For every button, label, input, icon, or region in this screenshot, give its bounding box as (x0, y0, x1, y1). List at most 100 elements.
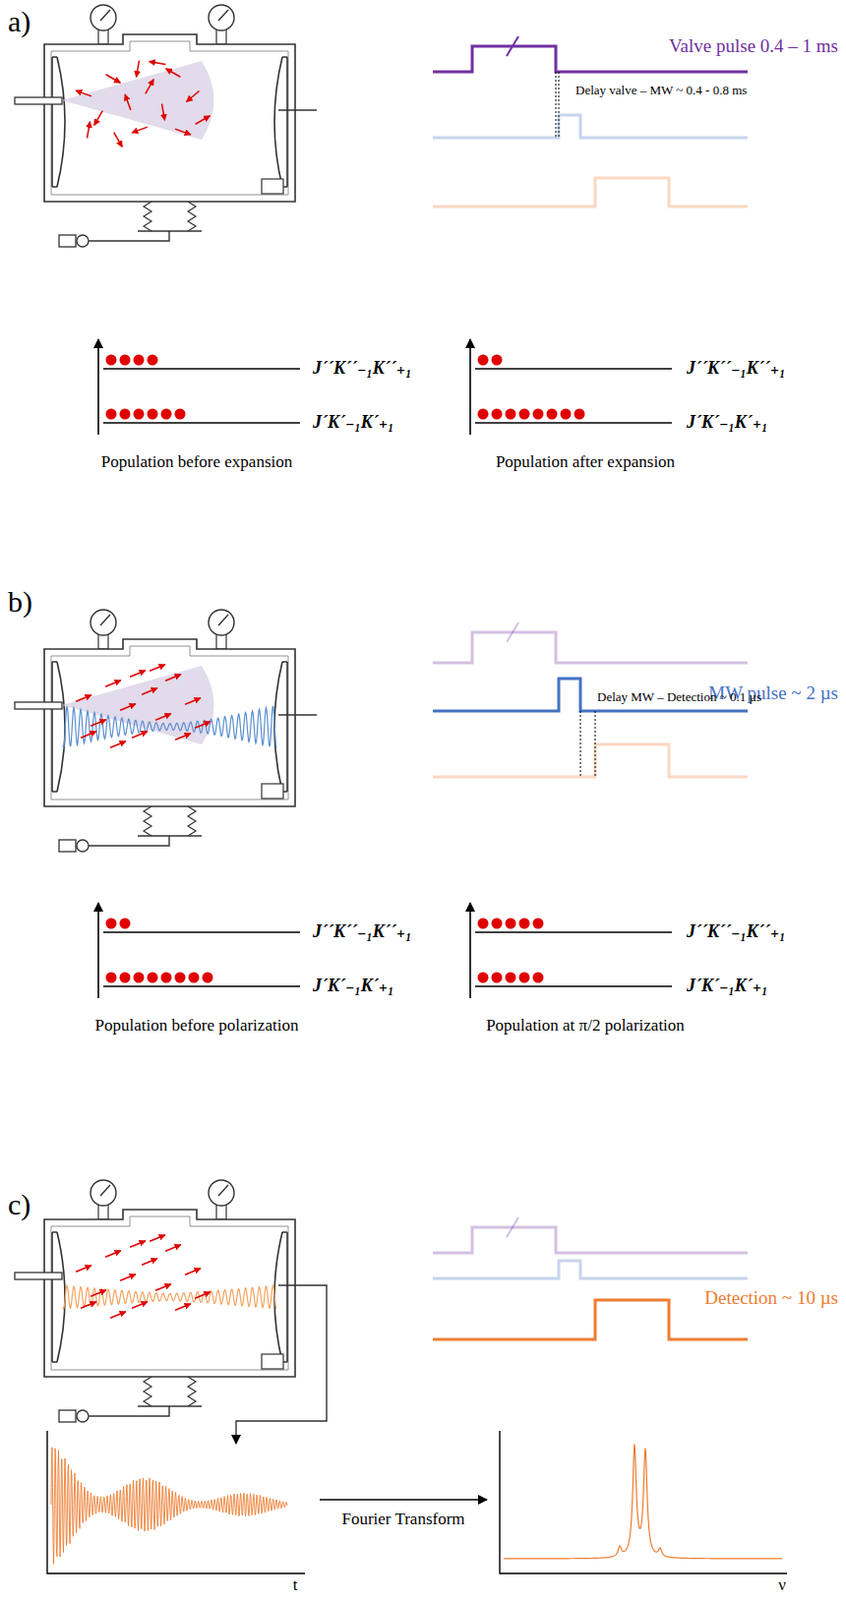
transform-label: Fourier Transform (341, 1510, 465, 1530)
molecular-dipole (194, 722, 211, 728)
population-dot (202, 972, 214, 984)
panel-letter: b) (7, 584, 33, 620)
gauge-needle (100, 614, 111, 626)
energy-level (475, 367, 672, 370)
bellows (187, 201, 196, 232)
molecular-dipole (165, 1245, 182, 1252)
molecular-dipole (114, 132, 123, 148)
valve-pulse-trace (432, 1227, 748, 1254)
emission-field (62, 1285, 277, 1310)
delay-marker (558, 71, 560, 138)
pump-pipe (88, 1406, 170, 1417)
population-dot (106, 918, 118, 930)
gauge-needle (218, 614, 229, 626)
population-dot (120, 409, 131, 421)
molecular-dipole (75, 1266, 92, 1272)
energy-level (103, 367, 301, 370)
pump-valve (59, 1410, 76, 1423)
gauge-needle (100, 9, 111, 21)
population-dot (478, 355, 489, 366)
delay-marker (555, 71, 557, 138)
pressure-gauge (208, 609, 235, 636)
molecular-dipole (145, 79, 155, 95)
pulse-label: Detection ~ 10 µs (704, 1287, 839, 1311)
delay-label: Delay valve – MW ~ 0.4 - 0.8 ms (575, 82, 747, 99)
timing-diagram (432, 36, 748, 207)
bellows (187, 806, 196, 837)
level-label: J´K´₋₁K´₊₁ (686, 975, 769, 998)
molecular-dipole (149, 1235, 166, 1242)
population-dot (133, 972, 145, 984)
molecular-dipole (110, 1312, 126, 1319)
population-dot (120, 355, 131, 366)
level-label: J´´K´´₋₁K´´₊₁ (312, 358, 413, 380)
level-label: J´K´₋₁K´₊₁ (312, 975, 395, 998)
pump-pipe (88, 836, 170, 846)
molecular-dipole (155, 714, 172, 721)
chamber-wall (44, 639, 296, 807)
molecular-dipole (149, 664, 166, 671)
break-mark (506, 36, 519, 57)
spectrometer-chamber (14, 4, 317, 247)
molecular-jet (61, 665, 215, 745)
level-label: J´´K´´₋₁K´´₊₁ (686, 358, 786, 380)
population-dot (161, 972, 173, 984)
panel-letter: a) (7, 3, 31, 40)
gauge-stem (98, 634, 109, 650)
population-dot (161, 409, 173, 421)
molecular-dipole (131, 731, 148, 738)
molecular-dipole (155, 1284, 172, 1291)
nozzle (14, 97, 62, 105)
chamber-inner-wall (51, 41, 289, 195)
molecular-dipole (184, 1269, 201, 1275)
molecular-dipole (195, 116, 211, 125)
level-label: J´K´₋₁K´₊₁ (686, 412, 769, 434)
pulse-label: Valve pulse 0.4 – 1 ms (668, 35, 839, 59)
caption: Population before expansion (101, 452, 294, 473)
population-dot (574, 409, 586, 421)
mirror (52, 1232, 65, 1363)
energy-level-diagram (98, 339, 301, 435)
caption: Population at π/2 polarization (485, 1016, 685, 1036)
microwave-field (62, 706, 277, 749)
molecular-dipole (149, 61, 167, 65)
bellows (143, 1377, 152, 1407)
population-dot (491, 409, 503, 421)
energy-level-diagram (470, 339, 672, 435)
chamber-inner-wall (51, 646, 289, 800)
mirror-mount (261, 1354, 284, 1370)
bellows (187, 1377, 196, 1407)
molecular-dipole (141, 688, 158, 695)
molecular-dipole (106, 74, 121, 84)
chamber-wall (44, 1209, 296, 1378)
valve (76, 1410, 89, 1423)
mirror-mount (261, 179, 284, 194)
spectrometer-chamber (14, 1180, 317, 1423)
population-dot (491, 972, 503, 984)
plot-axes (47, 1431, 305, 1574)
valve (76, 235, 89, 247)
molecular-dipole (162, 104, 166, 121)
gauge-needle (100, 1185, 111, 1197)
gauge-stem (216, 29, 227, 45)
pressure-gauge (90, 1180, 117, 1207)
pressure-gauge (90, 609, 117, 636)
caption: Population before polarization (95, 1016, 300, 1036)
gauge-stem (98, 1205, 109, 1220)
population-dot (133, 355, 145, 366)
molecular-dipole (120, 704, 136, 711)
mw-pulse-trace (432, 115, 748, 138)
population-dot (491, 918, 503, 930)
population-dot (147, 355, 159, 366)
pump-valve (59, 840, 76, 852)
molecular-dipole (110, 741, 126, 748)
delay-marker (595, 711, 597, 778)
molecular-dipole (175, 128, 191, 135)
population-dot (505, 918, 517, 930)
energy-level (475, 931, 672, 934)
population-dot (491, 355, 503, 366)
energy-level-diagram (98, 903, 301, 999)
population-dot (533, 972, 544, 984)
